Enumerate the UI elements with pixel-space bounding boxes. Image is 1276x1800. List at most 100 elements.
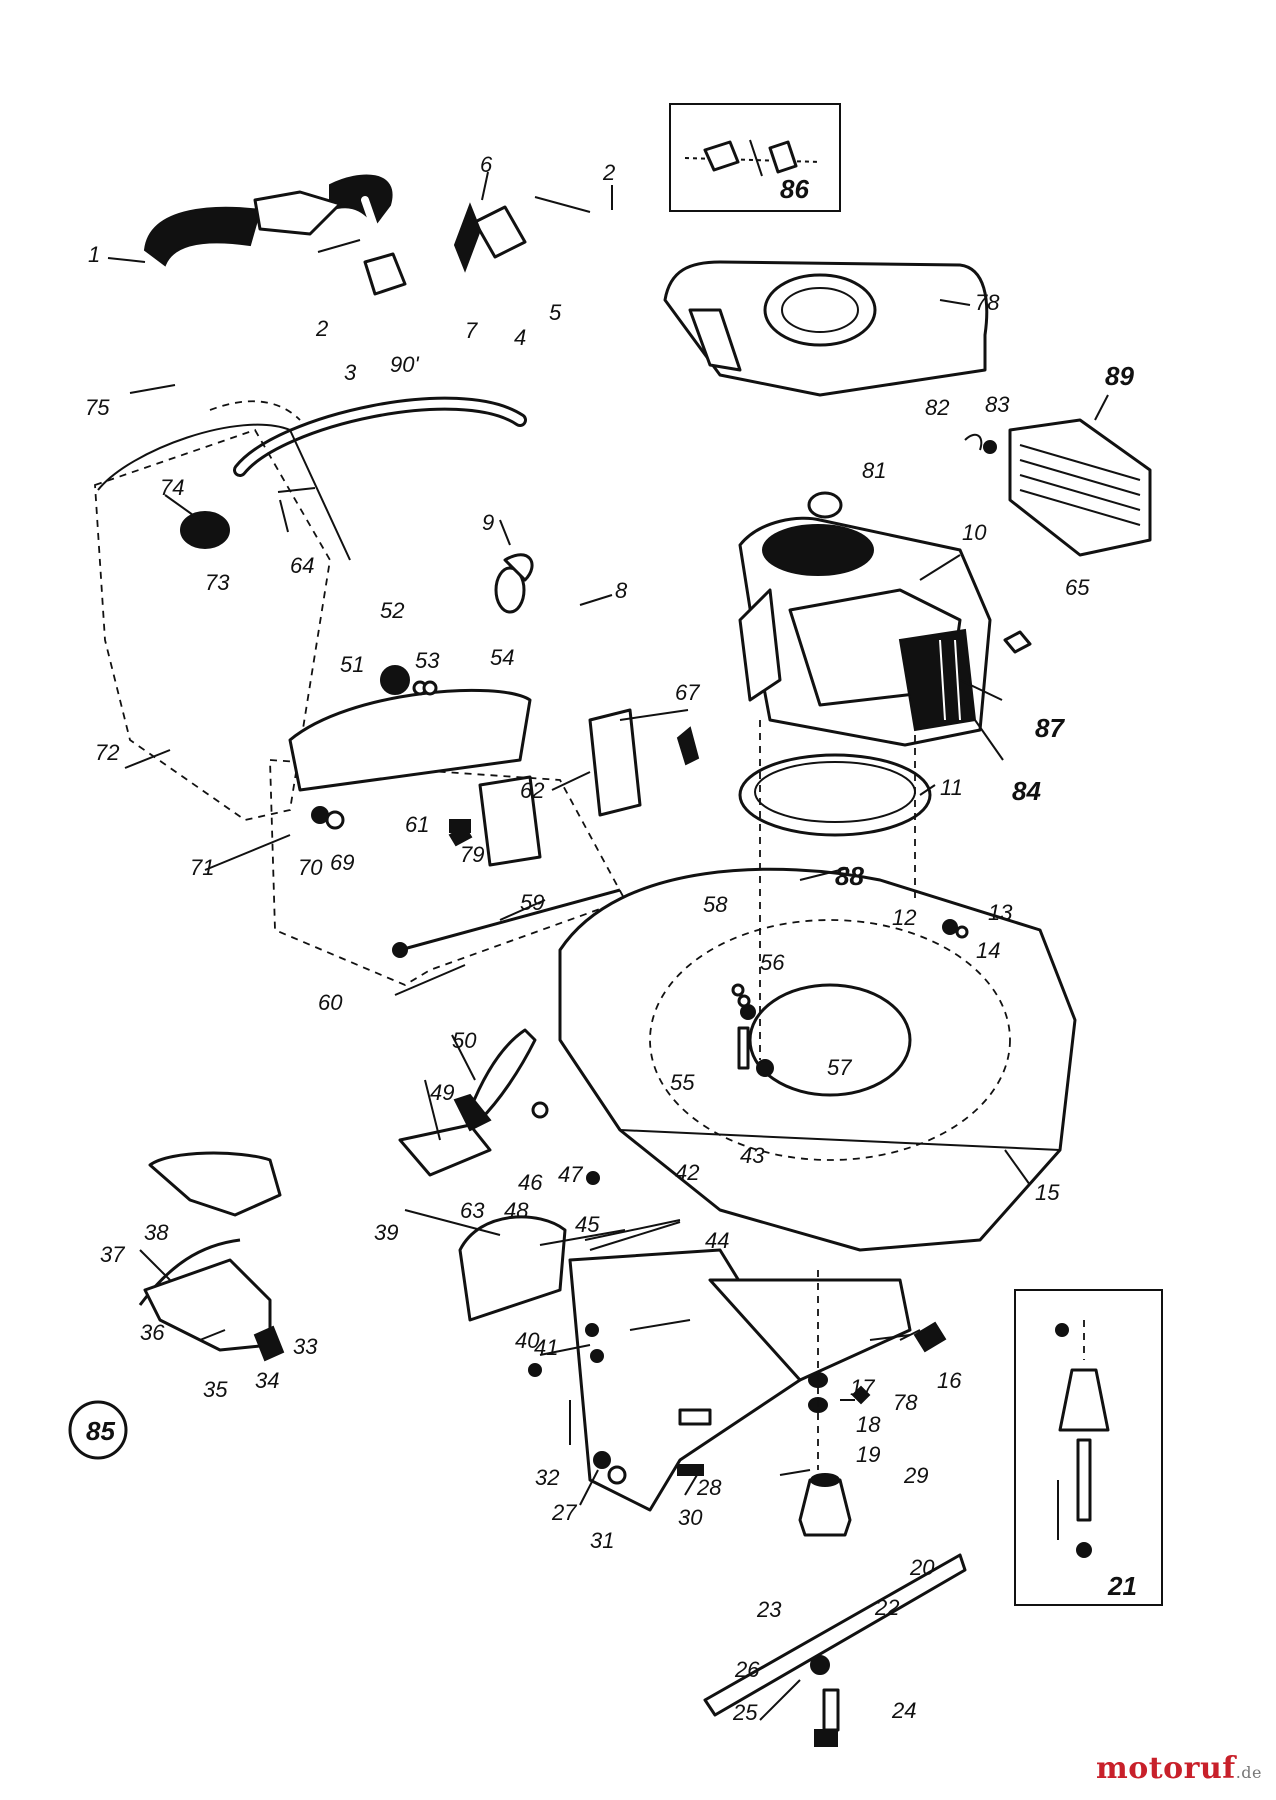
- callout-37: 37: [100, 1242, 125, 1267]
- callout-30: 30: [678, 1505, 703, 1530]
- callout-20: 20: [909, 1555, 935, 1580]
- callout-83: 83: [985, 392, 1010, 417]
- callout-27: 27: [551, 1500, 577, 1525]
- callout-8: 8: [615, 578, 628, 603]
- fasteners: [68, 196, 1032, 1485]
- watermark-name: motoruf: [1096, 1751, 1236, 1786]
- callout-69: 69: [330, 850, 354, 875]
- callout-72: 72: [95, 740, 119, 765]
- callout-51: 51: [340, 652, 364, 677]
- callout-43: 43: [740, 1143, 765, 1168]
- callout-84: 84: [1012, 776, 1041, 806]
- callout-31: 31: [590, 1528, 614, 1553]
- callout-75: 75: [85, 395, 110, 420]
- callout-15: 15: [1035, 1180, 1060, 1205]
- callout-36: 36: [140, 1320, 165, 1345]
- callout-41: 41: [534, 1335, 558, 1360]
- callout-89: 89: [1105, 361, 1134, 391]
- callout-74: 74: [160, 475, 184, 500]
- callout-54: 54: [490, 645, 514, 670]
- callout-11: 11: [940, 775, 963, 800]
- leader-lines: [107, 171, 1109, 1721]
- callout-46: 46: [518, 1170, 543, 1195]
- callout-21: 21: [1107, 1571, 1137, 1601]
- callout-45: 45: [575, 1212, 600, 1237]
- callout-5: 5: [549, 300, 562, 325]
- engine-grille: [1008, 418, 1152, 557]
- callout-78: 78: [975, 290, 1000, 315]
- callout-59: 59: [520, 890, 544, 915]
- callout-2: 2: [315, 316, 328, 341]
- callout-62: 62: [520, 778, 544, 803]
- callout-49: 49: [430, 1080, 454, 1105]
- callout-13: 13: [988, 900, 1013, 925]
- callout-29: 29: [903, 1463, 928, 1488]
- callout-40: 40: [515, 1328, 540, 1353]
- callout-90': 90': [390, 352, 419, 377]
- callout-65: 65: [1065, 575, 1090, 600]
- callout-19: 19: [856, 1442, 880, 1467]
- callout-52: 52: [380, 598, 404, 623]
- inset-86: [669, 103, 841, 212]
- callout-18: 18: [856, 1412, 881, 1437]
- callout-64: 64: [290, 553, 314, 578]
- callout-50: 50: [452, 1028, 477, 1053]
- callout-78: 78: [893, 1390, 918, 1415]
- handle-assembly: [143, 174, 549, 804]
- callout-88: 88: [835, 861, 864, 891]
- callout-44: 44: [705, 1228, 729, 1253]
- callout-10: 10: [962, 520, 987, 545]
- callout-26: 26: [734, 1657, 760, 1682]
- callout-33: 33: [293, 1334, 318, 1359]
- callout-17: 17: [850, 1375, 875, 1400]
- engine-gasket: [738, 720, 932, 1060]
- callout-71: 71: [190, 855, 214, 880]
- callout-32: 32: [535, 1465, 559, 1490]
- callout-61: 61: [405, 812, 429, 837]
- mower-deck: [558, 867, 1077, 1252]
- callout-79: 79: [460, 842, 484, 867]
- callout-67: 67: [675, 680, 700, 705]
- callout-87: 87: [1035, 713, 1065, 743]
- callout-57: 57: [827, 1055, 852, 1080]
- callout-7: 7: [465, 318, 478, 343]
- rear-flap: [269, 688, 642, 987]
- callout-24: 24: [891, 1698, 916, 1723]
- callout-23: 23: [756, 1597, 782, 1622]
- callout-85: 85: [86, 1416, 115, 1446]
- callout-53: 53: [415, 648, 440, 673]
- callout-12: 12: [892, 905, 916, 930]
- callout-82: 82: [925, 395, 949, 420]
- callout-86: 86: [780, 174, 809, 204]
- callout-28: 28: [696, 1475, 722, 1500]
- callout-39: 39: [374, 1220, 398, 1245]
- blade-assembly: [703, 1270, 967, 1747]
- callout-58: 58: [703, 892, 728, 917]
- callout-38: 38: [144, 1220, 169, 1245]
- grass-catcher: [94, 400, 351, 821]
- callout-47: 47: [558, 1162, 583, 1187]
- callout-16: 16: [937, 1368, 962, 1393]
- side-chute: [138, 1151, 285, 1362]
- callout-48: 48: [504, 1198, 529, 1223]
- watermark-tld: .de: [1235, 1763, 1262, 1782]
- callout-56: 56: [760, 950, 785, 975]
- callout-35: 35: [203, 1377, 228, 1402]
- callout-25: 25: [732, 1700, 758, 1725]
- callout-55: 55: [670, 1070, 695, 1095]
- callout-4: 4: [514, 325, 526, 350]
- inset-21: [1014, 1289, 1163, 1606]
- callout-60: 60: [318, 990, 343, 1015]
- callout-81: 81: [862, 458, 886, 483]
- callout-22: 22: [874, 1595, 899, 1620]
- callout-73: 73: [205, 570, 230, 595]
- height-adjuster: [398, 1028, 537, 1177]
- callout-42: 42: [675, 1160, 699, 1185]
- callout-14: 14: [976, 938, 1000, 963]
- callout-63: 63: [460, 1198, 485, 1223]
- callout-1: 1: [88, 242, 100, 267]
- callout-2: 2: [602, 160, 615, 185]
